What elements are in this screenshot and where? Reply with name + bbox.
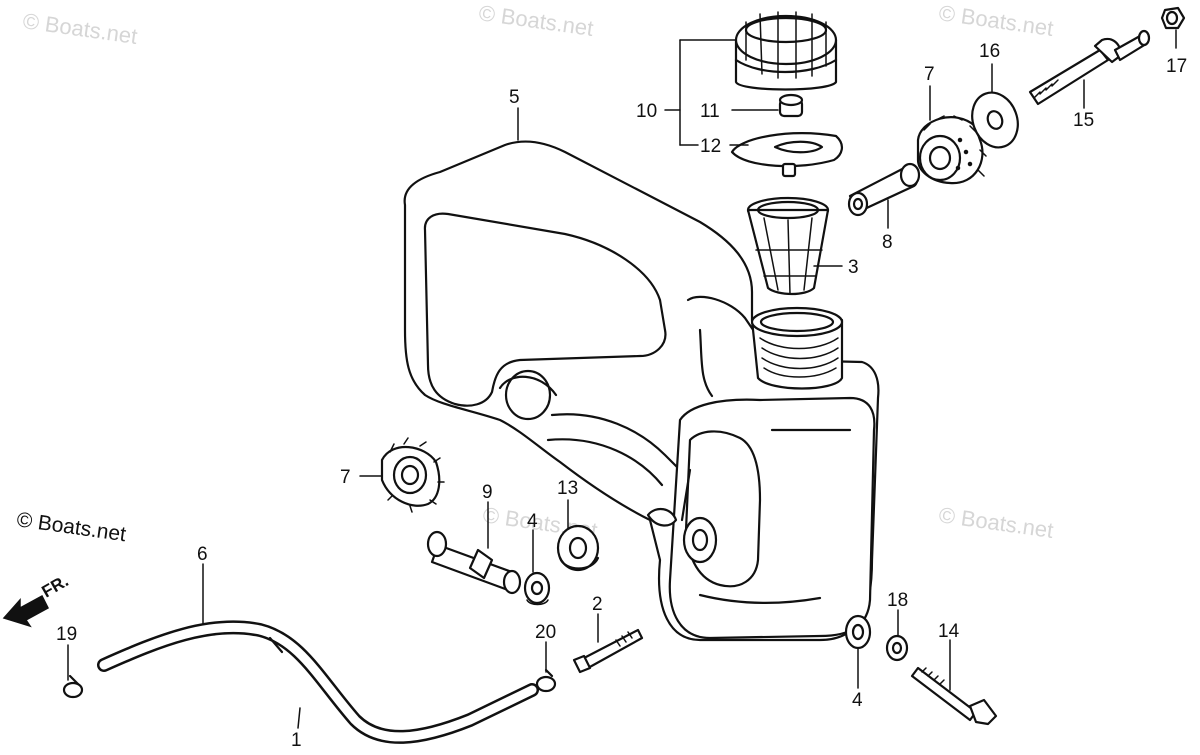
rubber-grommet-left: [523, 571, 551, 606]
fuel-cap: [734, 11, 838, 91]
callout-11: 11: [700, 101, 720, 122]
callout-9: 9: [482, 482, 493, 503]
rubber-mount-upper: [916, 115, 987, 185]
bolt-lower-right: [910, 666, 998, 726]
callout-4-left: 4: [527, 511, 538, 532]
collar: [847, 162, 921, 217]
watermark: © Boats.net: [937, 0, 1055, 41]
bolt-lower-left: [572, 628, 644, 674]
callout-14: 14: [938, 621, 960, 642]
callout-7-lower: 7: [340, 467, 351, 488]
vent-tube: [778, 93, 804, 118]
callout-7-upper: 7: [924, 64, 935, 85]
callout-19: 19: [56, 624, 77, 645]
washer-lower: [885, 634, 909, 662]
collar-lower: [426, 530, 522, 595]
callout-12: 12: [700, 136, 721, 157]
front-direction-arrow: FR.: [2, 571, 72, 628]
callout-6: 6: [197, 544, 208, 565]
callout-17: 17: [1166, 56, 1187, 77]
cap-packing: [730, 132, 843, 178]
bolt-upper: [1028, 29, 1151, 106]
watermark: © Boats.net: [937, 502, 1055, 543]
rubber-mount-lower: [380, 437, 445, 513]
callout-13: 13: [557, 478, 578, 499]
callout-8: 8: [882, 232, 893, 253]
rubber-grommet-right: [844, 614, 872, 650]
callout-5: 5: [509, 87, 520, 108]
callout-10: 10: [636, 101, 657, 122]
callout-15: 15: [1073, 110, 1094, 131]
grommet: [556, 524, 600, 572]
copyright-notice: © Boats.net: [15, 508, 127, 546]
callout-2: 2: [592, 594, 603, 615]
callout-numbers: 5 10 11 12 7 16 17 15 8 3 7 9 4 13 2 20 …: [56, 41, 1187, 751]
callout-3: 3: [848, 257, 859, 278]
watermark: © Boats.net: [477, 0, 595, 41]
callout-16: 16: [979, 41, 1000, 62]
front-label: FR.: [39, 571, 72, 601]
fuel-tube: [97, 620, 539, 744]
washer-upper: [971, 91, 1019, 149]
callout-18: 18: [887, 590, 908, 611]
callout-20: 20: [535, 622, 556, 643]
clip-right: [535, 668, 557, 693]
clip-left: [62, 674, 84, 699]
fuel-tank: [403, 140, 880, 642]
callout-1: 1: [291, 730, 302, 751]
leader-lines: [67, 29, 1177, 729]
fuel-strainer: [746, 196, 830, 296]
nut-upper: [1160, 6, 1186, 30]
watermark: © Boats.net: [21, 8, 139, 49]
callout-4-right: 4: [852, 690, 863, 711]
